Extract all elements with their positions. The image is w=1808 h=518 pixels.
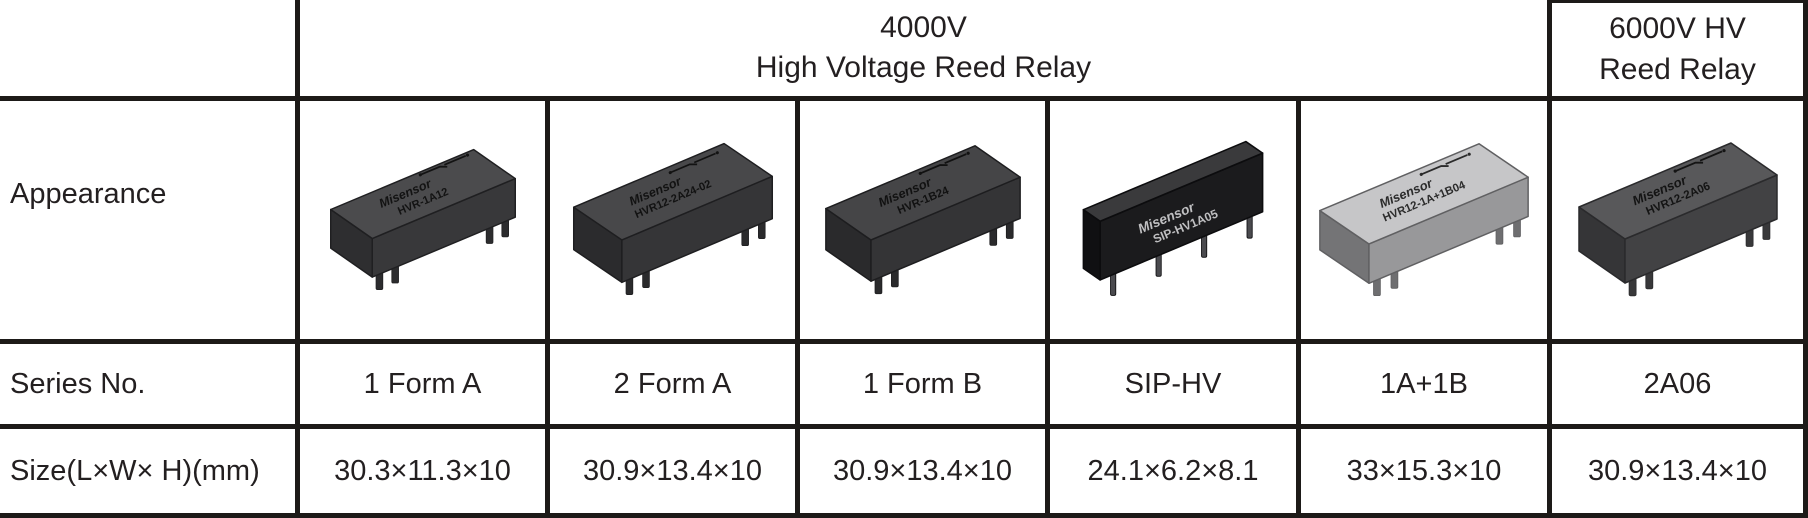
size-cell-sip-hv: 24.1×6.2×8.1 bbox=[1050, 429, 1301, 518]
row-label-size: Size(L×W× H)(mm) bbox=[0, 429, 300, 518]
series-cell-1-form-a: 1 Form A bbox=[300, 344, 550, 429]
header-6000v-line2: Reed Relay bbox=[1599, 52, 1756, 86]
header-4000v: 4000V High Voltage Reed Relay bbox=[300, 0, 1552, 101]
series-cell-2a06: 2A06 bbox=[1552, 344, 1808, 429]
size-cell-1a-1b: 33×15.3×10 bbox=[1301, 429, 1552, 518]
size-cell-2-form-a: 30.9×13.4×10 bbox=[550, 429, 800, 518]
header-4000v-line1: 4000V bbox=[880, 10, 967, 44]
size-cell-1-form-b: 30.9×13.4×10 bbox=[800, 429, 1050, 518]
header-spacer bbox=[0, 0, 300, 101]
header-6000v-line1: 6000V HV bbox=[1609, 12, 1746, 46]
header-6000v: 6000V HV Reed Relay bbox=[1552, 0, 1808, 101]
series-cell-2-form-a: 2 Form A bbox=[550, 344, 800, 429]
series-cell-1-form-b: 1 Form B bbox=[800, 344, 1050, 429]
size-cell-1-form-a: 30.3×11.3×10 bbox=[300, 429, 550, 518]
series-cell-sip-hv: SIP-HV bbox=[1050, 344, 1301, 429]
header-4000v-line2: High Voltage Reed Relay bbox=[755, 51, 1092, 84]
row-label-series-no: Series No. bbox=[0, 344, 300, 429]
series-cell-1a-1b: 1A+1B bbox=[1301, 344, 1552, 429]
size-cell-2a06: 30.9×13.4×10 bbox=[1552, 429, 1808, 518]
row-label-appearance: Appearance bbox=[0, 101, 300, 344]
